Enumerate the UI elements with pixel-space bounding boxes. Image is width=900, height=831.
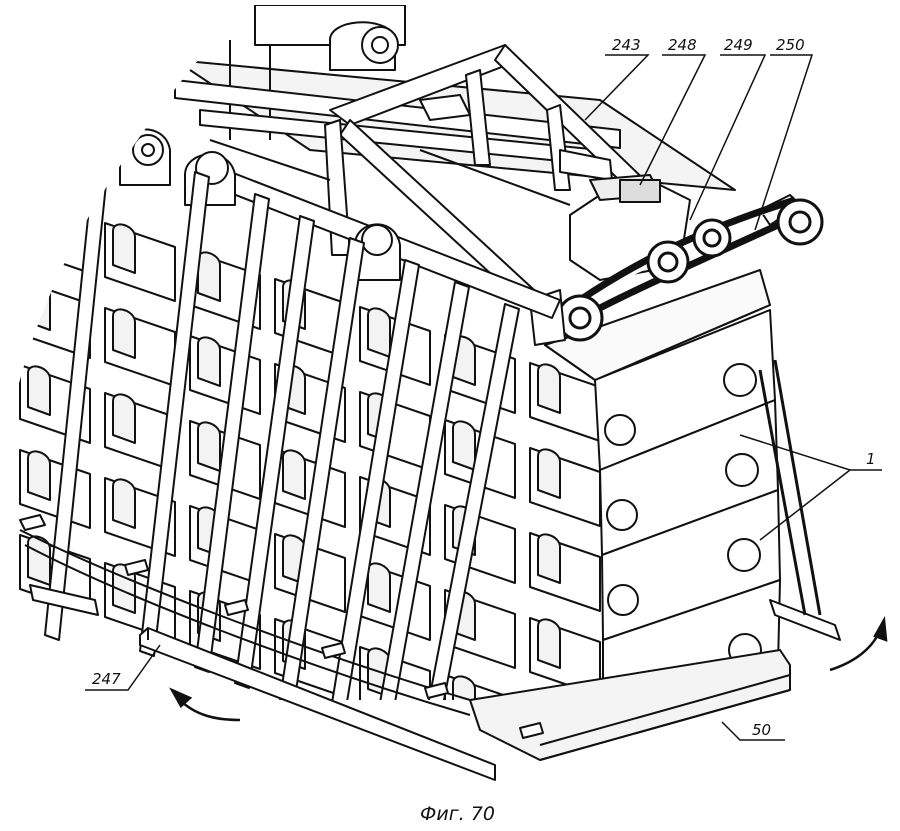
top-shaft [119,128,561,319]
cage-slat [139,171,210,657]
rotation-arrows [169,615,888,722]
overhead-frame [174,5,736,309]
cage-slat [234,215,315,689]
stack-block [529,362,601,442]
cage-slats [44,149,520,700]
arrow-left-icon [179,699,241,722]
callout-labels: 243 248 249 250 1 247 50 [92,36,876,739]
drive-assembly [529,174,824,346]
machine-drawing [19,5,824,700]
cage-slat [279,237,365,700]
stack-block [444,674,516,700]
callout-247: 247 [92,670,121,688]
stack-block [529,447,601,527]
stack-block [104,222,176,302]
stack-block [19,194,91,274]
cage-slat [374,281,470,700]
callout-1: 1 [866,450,876,468]
stack-block [19,449,91,529]
base-rails [19,359,841,781]
callout-248: 248 [668,36,697,54]
stack-block [104,307,176,387]
callout-250: 250 [776,36,805,54]
end-column [544,269,781,700]
callout-243: 243 [612,36,641,54]
callout-249: 249 [724,36,753,54]
stack-block [529,532,601,612]
figure-caption: Фиг. 70 [420,803,495,825]
callout-50: 50 [752,721,771,739]
cage-slat [419,303,520,700]
stack-block [104,392,176,472]
leaders [85,54,882,741]
cage-slat [329,259,420,700]
